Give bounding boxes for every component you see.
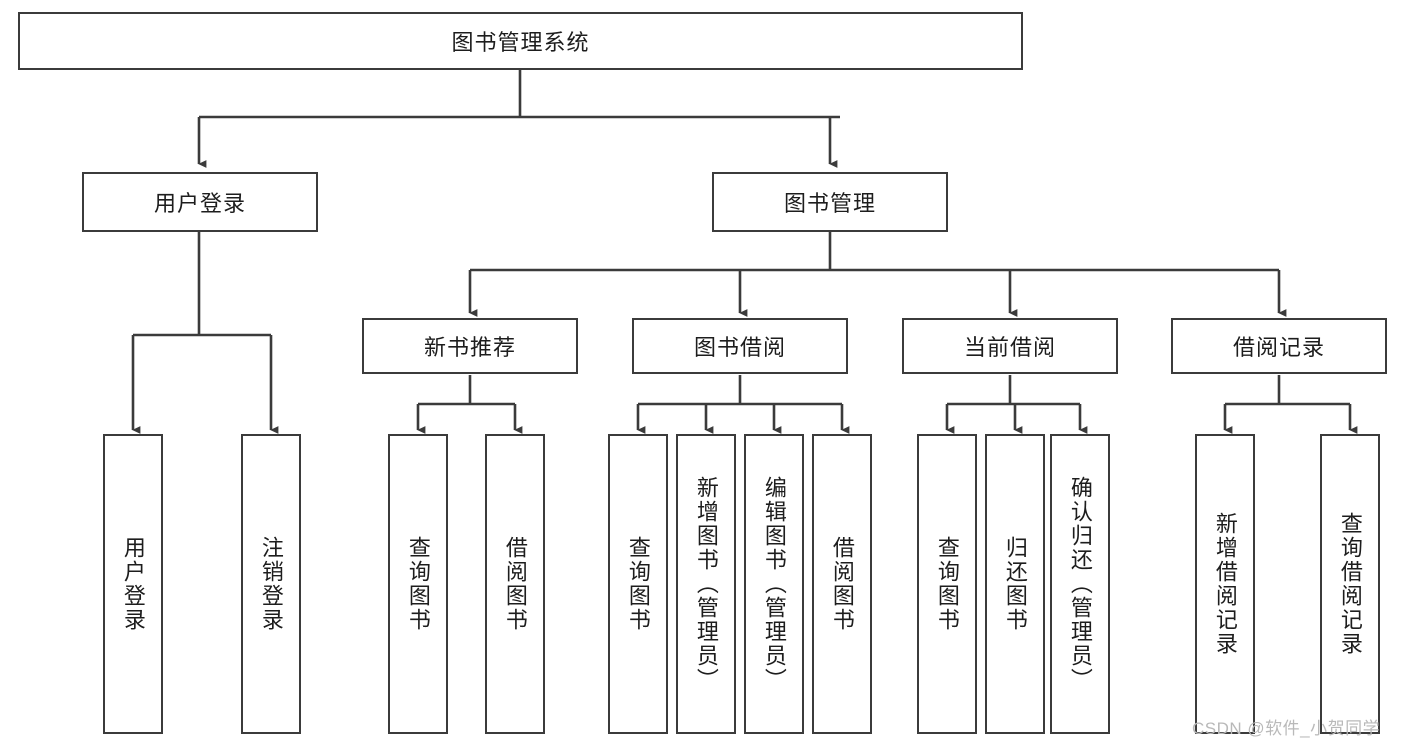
leaf-borrow-borrow-book[interactable]: 借阅图书 — [812, 434, 872, 734]
leaf-borrow-query-book[interactable]: 查询图书 — [608, 434, 668, 734]
node-label: 借阅记录 — [1232, 335, 1325, 360]
leaf-newbook-borrow-book[interactable]: 借阅图书 — [485, 434, 545, 734]
node-label: 图书管理 — [783, 191, 876, 216]
node-label: 图书管理系统 — [451, 30, 590, 55]
node-current-borrow[interactable]: 当前借阅 — [902, 318, 1118, 374]
leaf-borrow-edit-book-admin[interactable]: 编辑图书（管理员） — [744, 434, 804, 734]
leaf-user-login[interactable]: 用户登录 — [103, 434, 163, 734]
node-label: 用户登录 — [153, 191, 246, 216]
leaf-logout[interactable]: 注销登录 — [241, 434, 301, 734]
node-label: 借阅图书 — [829, 536, 855, 632]
node-label: 图书借阅 — [693, 335, 786, 360]
node-label: 新增借阅记录 — [1212, 512, 1238, 656]
leaf-current-return-book[interactable]: 归还图书 — [985, 434, 1045, 734]
node-book-borrow[interactable]: 图书借阅 — [632, 318, 848, 374]
node-label: 归还图书 — [1002, 536, 1028, 632]
node-label: 借阅图书 — [502, 536, 528, 632]
node-user-login[interactable]: 用户登录 — [82, 172, 318, 232]
node-label: 新书推荐 — [423, 335, 516, 360]
node-root-system[interactable]: 图书管理系统 — [18, 12, 1023, 70]
node-label: 注销登录 — [258, 536, 284, 632]
node-book-management[interactable]: 图书管理 — [712, 172, 948, 232]
leaf-record-query-record[interactable]: 查询借阅记录 — [1320, 434, 1380, 734]
node-label: 当前借阅 — [963, 335, 1056, 360]
node-label: 编辑图书（管理员） — [761, 476, 787, 692]
node-borrow-record[interactable]: 借阅记录 — [1171, 318, 1387, 374]
node-label: 查询借阅记录 — [1337, 512, 1363, 656]
node-label: 查询图书 — [934, 536, 960, 632]
node-new-book-recommend[interactable]: 新书推荐 — [362, 318, 578, 374]
leaf-current-query-book[interactable]: 查询图书 — [917, 434, 977, 734]
node-label: 用户登录 — [120, 536, 146, 632]
node-label: 确认归还（管理员） — [1067, 476, 1093, 692]
leaf-newbook-query-book[interactable]: 查询图书 — [388, 434, 448, 734]
node-label: 查询图书 — [625, 536, 651, 632]
node-label: 查询图书 — [405, 536, 431, 632]
leaf-borrow-add-book-admin[interactable]: 新增图书（管理员） — [676, 434, 736, 734]
watermark-csdn: CSDN @软件_小贺同学 — [1192, 719, 1381, 738]
leaf-record-add-record[interactable]: 新增借阅记录 — [1195, 434, 1255, 734]
leaf-current-confirm-return-admin[interactable]: 确认归还（管理员） — [1050, 434, 1110, 734]
node-label: 新增图书（管理员） — [693, 476, 719, 692]
